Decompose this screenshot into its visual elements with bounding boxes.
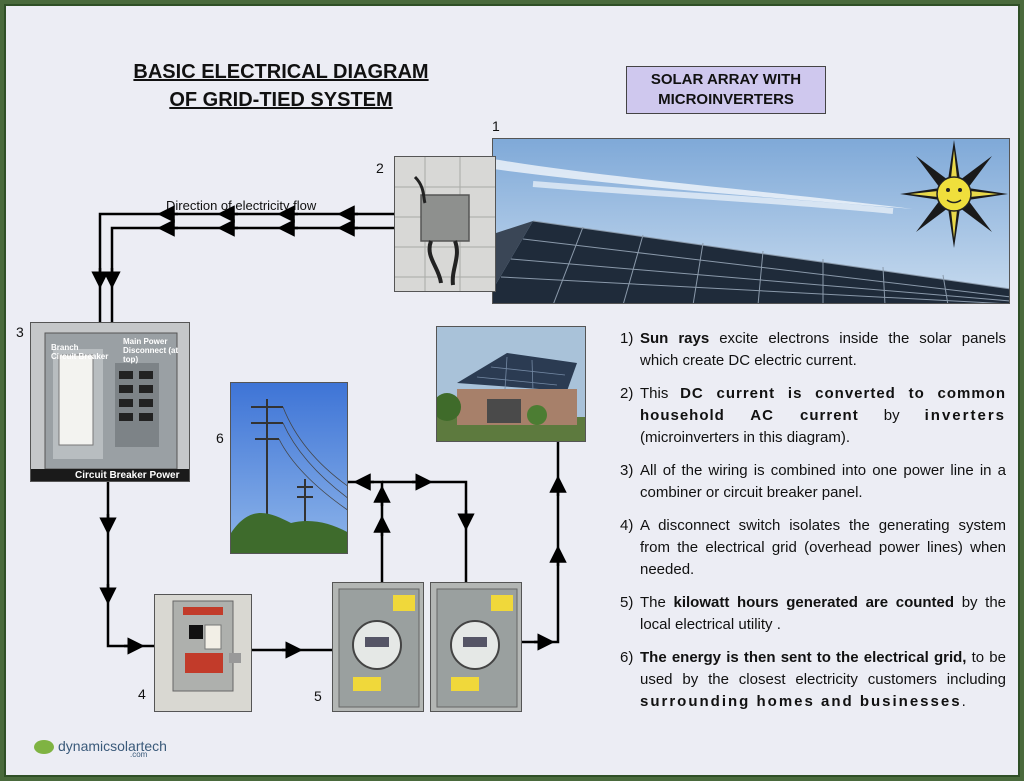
label-number-4: 4 xyxy=(138,686,146,702)
label-number-6: 6 xyxy=(216,430,224,446)
step-bold: DC current is converted to common househ… xyxy=(640,385,1006,424)
breaker-panel-icon xyxy=(31,323,189,481)
step-item: 3) All of the wiring is combined into on… xyxy=(620,460,1006,504)
branch-label-line-1: Branch xyxy=(51,343,79,352)
label-number-5: 5 xyxy=(314,688,322,704)
logo-suffix: .com xyxy=(130,750,148,760)
step-item: 6) The energy is then sent to the electr… xyxy=(620,647,1006,713)
step-item: 5) The kilowatt hours generated are coun… xyxy=(620,592,1006,636)
solar-array-photo xyxy=(492,138,1010,304)
step-number: 2) xyxy=(620,385,634,402)
step-item: 4) A disconnect switch isolates the gene… xyxy=(620,515,1006,581)
solar-array-label: SOLAR ARRAY WITH MICROINVERTERS xyxy=(626,66,826,114)
logo-text: dynamicsolartech xyxy=(58,738,167,754)
power-pole-icon xyxy=(231,383,347,553)
microinverter-icon xyxy=(395,157,495,291)
step-bold: surrounding homes and businesses xyxy=(640,693,962,710)
diagram-frame: BASIC ELECTRICAL DIAGRAM OF GRID-TIED SY… xyxy=(4,4,1020,777)
main-label-line-1: Main Power xyxy=(123,337,168,346)
branch-breaker-label: Branch Circuit Breaker xyxy=(51,343,108,361)
step-plain: . xyxy=(961,693,966,710)
breaker-panel-photo: Branch Circuit Breaker Main Power Discon… xyxy=(30,322,190,482)
step-text: Sun rays excite electrons inside the sol… xyxy=(640,328,1006,372)
step-item: 2) This DC current is converted to commo… xyxy=(620,383,1006,449)
step-text: A disconnect switch isolates the generat… xyxy=(640,517,1006,578)
step-bold: The energy is then sent to the electrica… xyxy=(640,649,967,666)
step-bold: inverters xyxy=(924,407,1006,424)
step-plain: excite electrons inside the solar panels… xyxy=(640,330,1006,369)
step-plain: by the local electrical utility . xyxy=(640,594,1007,633)
meter-photo-right xyxy=(430,582,522,712)
panel-caption: Circuit Breaker Power Panel xyxy=(75,470,180,481)
house-icon xyxy=(437,327,585,441)
label-number-1: 1 xyxy=(492,118,500,134)
step-text: This DC current is converted to common h… xyxy=(640,383,1006,449)
sun-icon xyxy=(900,140,1008,248)
company-logo[interactable]: dynamicsolartech .com xyxy=(34,738,167,759)
label-number-3: 3 xyxy=(16,324,24,340)
meter-icon xyxy=(431,583,521,711)
main-label-line-2: Disconnect (at top) xyxy=(123,346,179,364)
step-number: 3) xyxy=(620,462,634,479)
step-number: 4) xyxy=(620,517,634,534)
step-text: All of the wiring is combined into one p… xyxy=(640,462,1006,501)
main-disconnect-label: Main Power Disconnect (at top) xyxy=(123,337,189,364)
step-number: 5) xyxy=(620,594,634,611)
step-bold: kilowatt hours generated are counted xyxy=(673,594,955,611)
step-plain: This xyxy=(640,385,681,402)
flow-direction-label: Direction of electricity flow xyxy=(166,198,317,213)
title-line-1: BASIC ELECTRICAL DIAGRAM xyxy=(133,61,429,83)
meter-icon xyxy=(333,583,423,711)
step-item: 1) Sun rays excite electrons inside the … xyxy=(620,328,1006,372)
disconnect-switch-photo xyxy=(154,594,252,712)
array-label-line-2: MICROINVERTERS xyxy=(658,91,794,108)
step-plain: The xyxy=(640,594,674,611)
array-label-line-1: SOLAR ARRAY WITH xyxy=(650,71,802,88)
steps-list: 1) Sun rays excite electrons inside the … xyxy=(620,328,1006,724)
step-plain: to be used by the closest electricity cu… xyxy=(640,649,1006,688)
diagram-title: BASIC ELECTRICAL DIAGRAM OF GRID-TIED SY… xyxy=(66,58,496,114)
step-text: The kilowatt hours generated are counted… xyxy=(640,592,1006,636)
disconnect-switch-icon xyxy=(155,595,251,711)
step-number: 6) xyxy=(620,649,634,666)
step-plain: (microinverters in this diagram). xyxy=(640,429,851,446)
house-photo xyxy=(436,326,586,442)
meter-photo-left xyxy=(332,582,424,712)
step-text: The energy is then sent to the electrica… xyxy=(640,647,1006,713)
title-line-2: OF GRID-TIED SYSTEM xyxy=(169,89,393,111)
step-number: 1) xyxy=(620,330,634,347)
logo-icon xyxy=(34,740,54,755)
microinverter-photo xyxy=(394,156,496,292)
step-plain: by xyxy=(858,407,925,424)
branch-label-line-2: Circuit Breaker xyxy=(51,352,109,361)
label-number-2: 2 xyxy=(376,160,384,176)
step-bold: Sun rays xyxy=(640,330,710,347)
power-lines-photo xyxy=(230,382,348,554)
